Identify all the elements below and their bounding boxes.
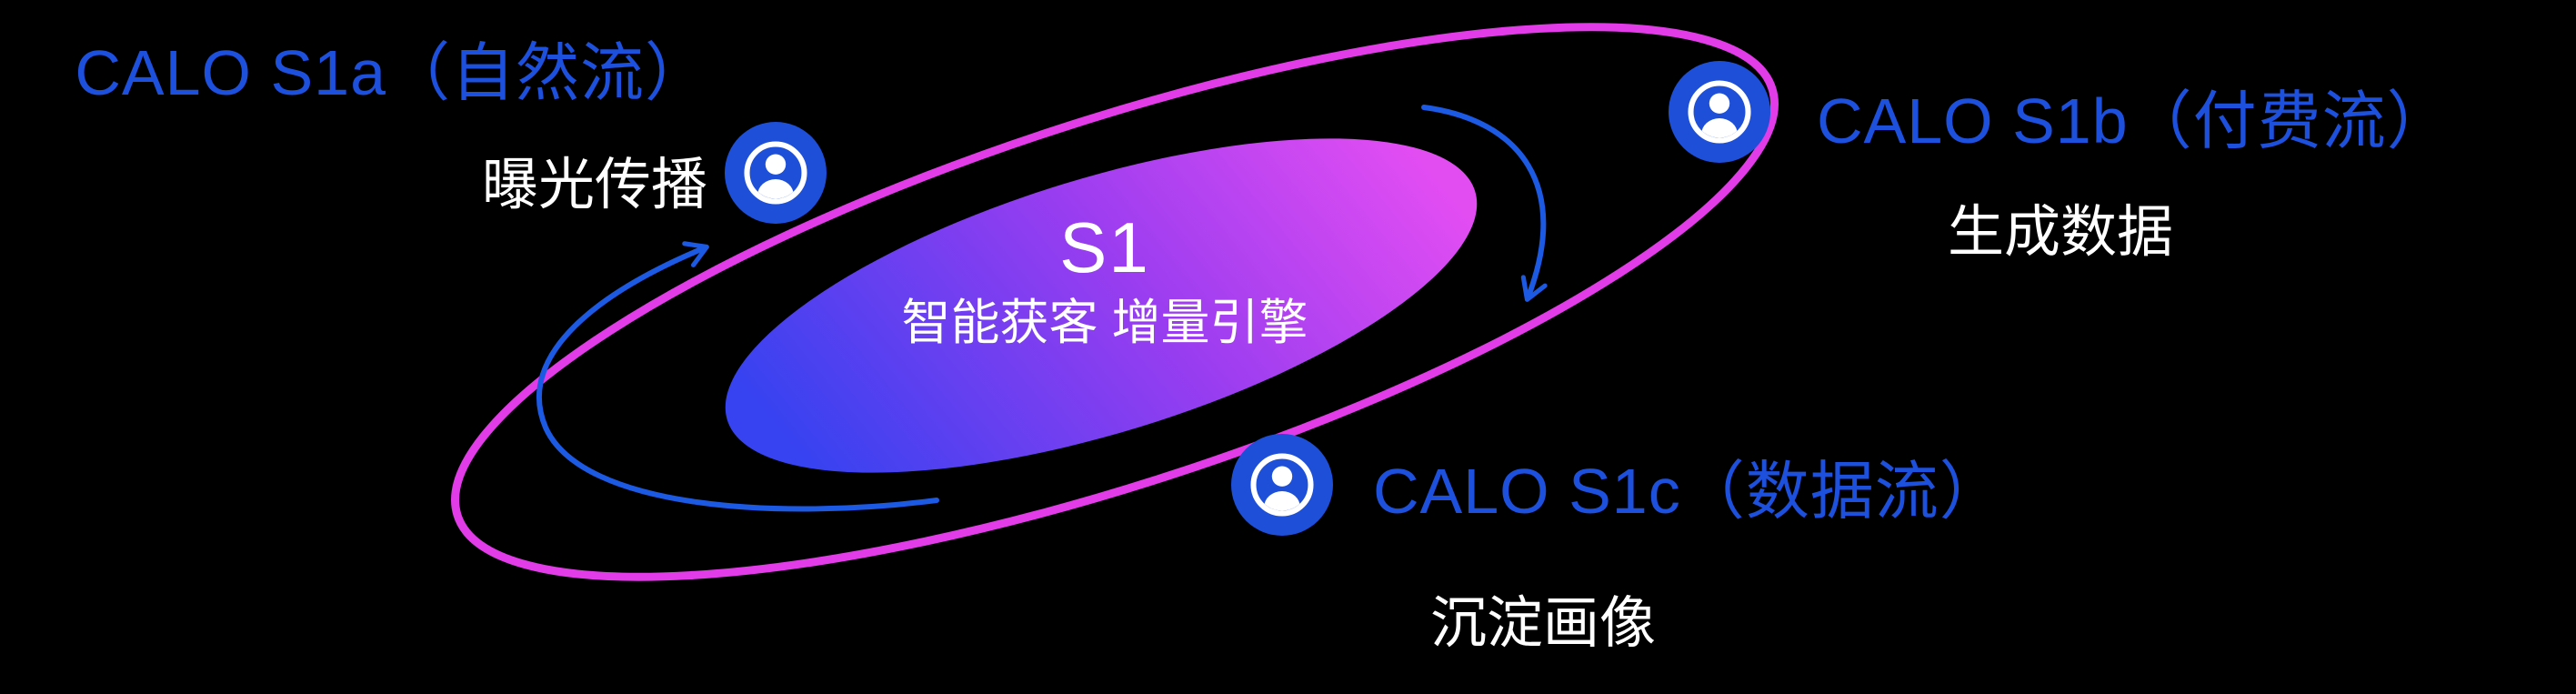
flow-arrow-left xyxy=(536,241,939,512)
node-s1c-title: CALO S1c（数据流） xyxy=(1373,456,2004,527)
user-circle-icon xyxy=(725,122,827,224)
node-s1c-subtitle: 沉淀画像 xyxy=(1430,592,1657,655)
orbit-ring xyxy=(451,23,1779,581)
core-ellipse xyxy=(725,138,1478,473)
node-s1a-subtitle: 曝光传播 xyxy=(481,154,707,216)
node-s1a-title: CALO S1a（自然流） xyxy=(75,37,709,108)
node-s1b-title: CALO S1b（付费流） xyxy=(1817,85,2451,156)
core-title: S1 xyxy=(1059,207,1150,287)
core-label-group: S1 智能获客 增量引擎 xyxy=(832,207,1378,350)
user-circle-icon xyxy=(1231,434,1333,536)
node-s1b-subtitle: 生成数据 xyxy=(1948,201,2174,264)
flow-arrow-right xyxy=(1421,105,1548,302)
core-subtitle: 智能获客 增量引擎 xyxy=(901,295,1308,350)
user-circle-icon xyxy=(1669,61,1770,163)
